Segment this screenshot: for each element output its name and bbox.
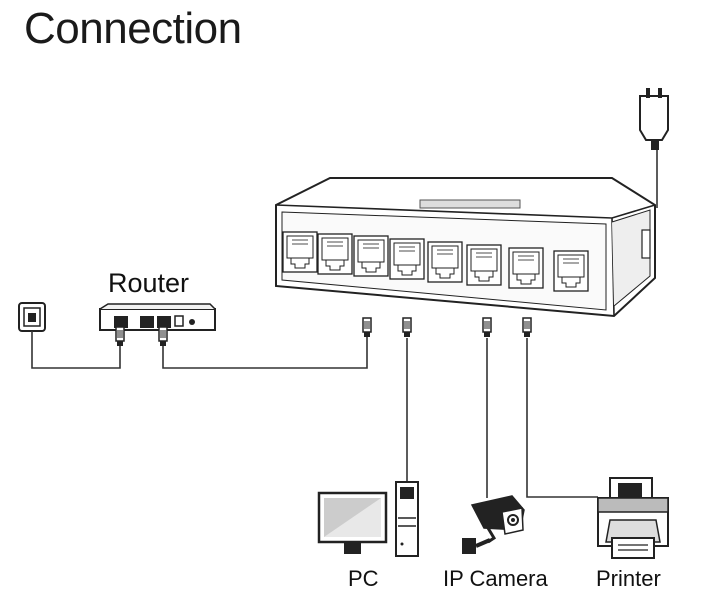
power-adapter-icon	[639, 88, 669, 150]
cables	[31, 148, 658, 498]
router-label: Router	[108, 268, 190, 298]
router-icon	[99, 303, 216, 347]
ip-camera-label: IP Camera	[443, 566, 548, 591]
ip-camera-icon	[462, 495, 525, 554]
page-title: Connection	[24, 4, 242, 53]
pc-label: PC	[348, 566, 379, 591]
printer-icon	[597, 477, 669, 559]
pc-icon	[317, 481, 419, 557]
wall-socket-icon	[18, 302, 46, 332]
switch-icon	[275, 177, 656, 338]
printer-label: Printer	[596, 566, 661, 591]
